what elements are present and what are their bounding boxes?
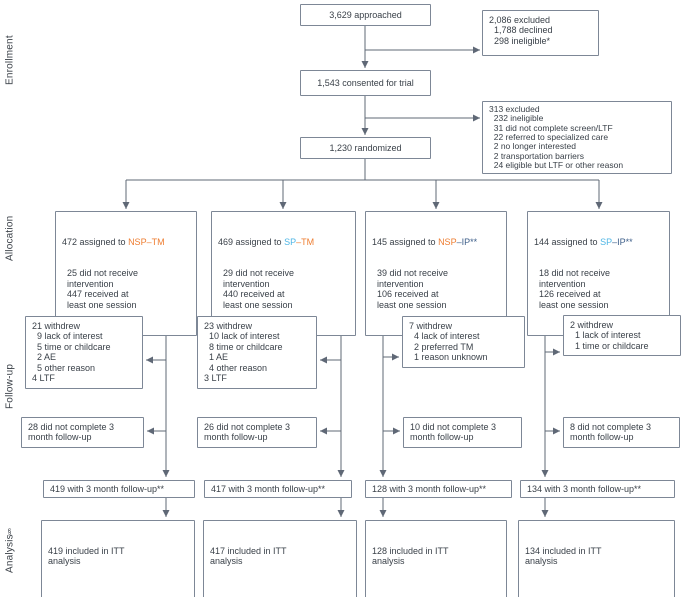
incomplete-followup-box-sp-tm: 26 did not complete 3 month follow-up bbox=[197, 417, 317, 448]
withdrew-box-sp-ip: 2 withdrew 1 lack of interest 1 time or … bbox=[563, 315, 681, 357]
arm-provider-label: SP bbox=[600, 236, 613, 247]
withdrew-box-sp-tm: 23 withdrew 10 lack of interest 8 time o… bbox=[197, 316, 317, 389]
followup-complete-box-sp-ip: 134 with 3 month follow-up** bbox=[520, 480, 675, 498]
approached-box: 3,629 approached bbox=[300, 4, 431, 26]
analysis-box-sp-ip: 134 included in ITT analysis 126 include… bbox=[518, 520, 675, 597]
allocation-box-sp-tm: 469 assigned to SP–TM 29 did not receive… bbox=[211, 211, 356, 336]
allocation-arm-title: 469 assigned to SP–TM bbox=[218, 236, 315, 247]
analysis-box-nsp-ip: 128 included in ITT analysis 122 include… bbox=[365, 520, 507, 597]
section-label-analysis: Analysis§ bbox=[4, 526, 16, 574]
arm-modality-label: –IP** bbox=[612, 236, 633, 247]
withdrew-box-nsp-tm: 21 withdrew 9 lack of interest 5 time or… bbox=[25, 316, 143, 389]
arm-modality-label: –IP** bbox=[456, 236, 478, 247]
analysis-box-nsp-tm: 419 included in ITT analysis 425 include… bbox=[41, 520, 195, 597]
itt-analysis-count: 417 included in ITT analysis bbox=[210, 545, 287, 567]
followup-complete-box-nsp-tm: 419 with 3 month follow-up** bbox=[43, 480, 195, 498]
section-label-followup: Follow-up bbox=[4, 363, 16, 409]
excluded-postconsent-box: 313 excluded 232 ineligible 31 did not c… bbox=[482, 101, 672, 175]
allocation-details: 25 did not receive intervention 447 rece… bbox=[67, 268, 139, 310]
allocation-arm-title: 144 assigned to SP–IP** bbox=[534, 236, 633, 247]
itt-analysis-count: 419 included in ITT analysis bbox=[48, 545, 125, 567]
allocation-box-nsp-tm: 472 assigned to NSP–TM 25 did not receiv… bbox=[55, 211, 197, 336]
allocation-details: 39 did not receive intervention 106 rece… bbox=[377, 268, 449, 310]
allocation-details: 29 did not receive intervention 440 rece… bbox=[223, 268, 295, 310]
arm-provider-label: NSP bbox=[128, 236, 147, 247]
excluded-prerandomization-box: 2,086 excluded 1,788 declined 298 inelig… bbox=[482, 10, 599, 56]
incomplete-followup-box-sp-ip: 8 did not complete 3 month follow-up bbox=[563, 417, 680, 448]
randomized-box: 1,230 randomized bbox=[300, 137, 431, 159]
withdrew-box-nsp-ip: 7 withdrew 4 lack of interest 2 preferre… bbox=[402, 316, 525, 368]
arm-modality-label: –TM bbox=[146, 236, 165, 247]
allocation-arm-title: 472 assigned to NSP–TM bbox=[62, 236, 165, 247]
incomplete-followup-box-nsp-ip: 10 did not complete 3 month follow-up bbox=[403, 417, 522, 448]
section-label-allocation: Allocation bbox=[4, 215, 16, 261]
analysis-box-sp-tm: 417 included in ITT analysis 425 include… bbox=[203, 520, 357, 597]
allocation-arm-title: 145 assigned to NSP–IP** bbox=[372, 236, 478, 247]
followup-complete-box-sp-tm: 417 with 3 month follow-up** bbox=[204, 480, 352, 498]
section-label-enrollment: Enrollment bbox=[4, 35, 16, 85]
allocation-details: 18 did not receive intervention 126 rece… bbox=[539, 268, 611, 310]
allocation-box-nsp-ip: 145 assigned to NSP–IP** 39 did not rece… bbox=[365, 211, 507, 336]
itt-analysis-count: 128 included in ITT analysis bbox=[372, 545, 449, 567]
followup-complete-box-nsp-ip: 128 with 3 month follow-up** bbox=[365, 480, 512, 498]
arm-modality-label: –TM bbox=[296, 236, 315, 247]
itt-analysis-count: 134 included in ITT analysis bbox=[525, 545, 602, 567]
arm-provider-label: SP bbox=[284, 236, 297, 247]
consented-box: 1,543 consented for trial bbox=[300, 70, 431, 96]
arm-provider-label: NSP bbox=[438, 236, 457, 247]
incomplete-followup-box-nsp-tm: 28 did not complete 3 month follow-up bbox=[21, 417, 144, 448]
